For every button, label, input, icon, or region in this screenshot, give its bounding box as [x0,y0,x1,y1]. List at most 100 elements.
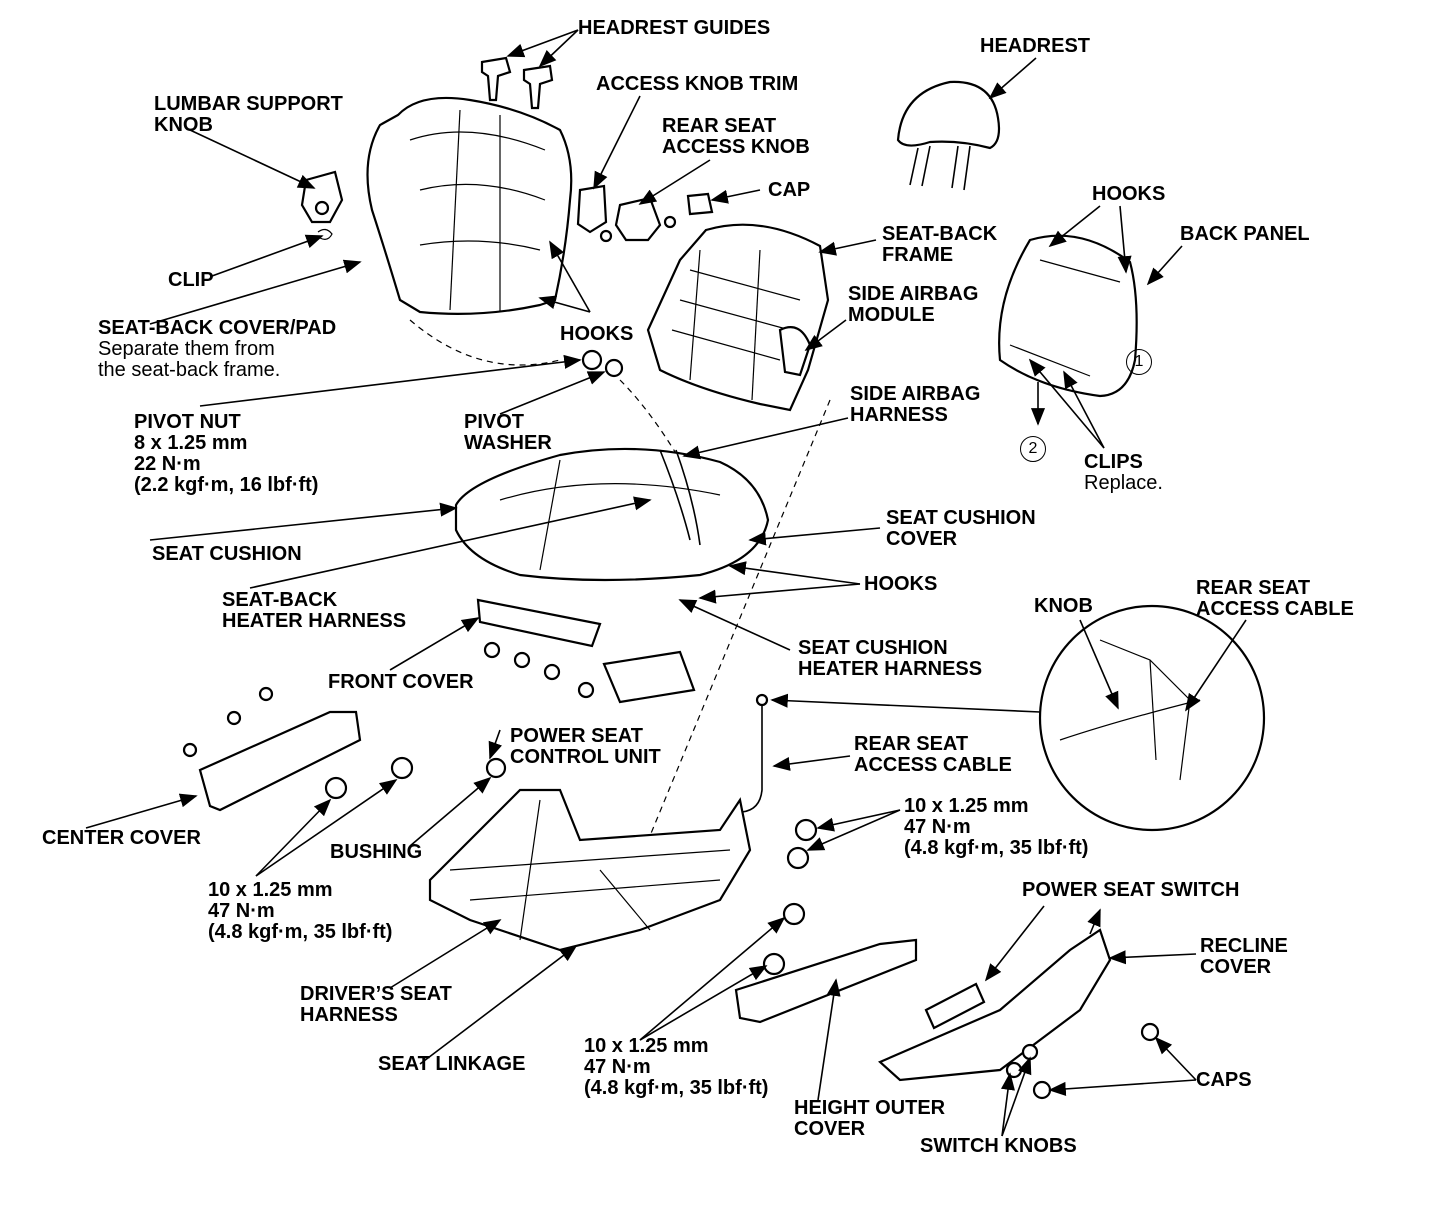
cap-shape [686,192,714,216]
label-bushing-text: BUSHING [330,841,423,863]
label-pivot-washer-line-2: WASHER [464,432,552,454]
label-rear-seat-access-knob: REAR SEAT ACCESS KNOB [662,116,810,158]
label-torque-bottom: 10 x 1.25 mm 47 N·m (4.8 kgf·m, 35 lbf·f… [584,1036,768,1099]
label-pivot-washer-line-1: PIVOT [464,411,525,433]
label-side-airbag-module-line-2: MODULE [848,304,935,326]
label-rear-seat-access-cable-line-2: ACCESS CABLE [854,754,1012,776]
label-torque-right-upper-line-2: 47 N·m [904,816,971,838]
label-clip: CLIP [168,270,214,291]
label-side-airbag-harness-line-1: SIDE AIRBAG [850,383,981,405]
seat-cushion-shape [454,447,770,582]
center-cover-shape [182,686,362,812]
label-lumbar-support-knob: LUMBAR SUPPORT KNOB [154,94,343,136]
clip-shape [317,228,333,240]
label-pivot-nut-line-2: 8 x 1.25 mm [134,432,248,454]
label-rear-seat-access-cable-detail: REAR SEAT ACCESS CABLE [1196,578,1354,620]
side-airbag-module-shape [778,326,812,377]
seat-back-frame-shape [646,223,830,412]
pivot-nut-shape [581,349,603,371]
label-pivot-nut-line-1: PIVOT NUT [134,411,241,433]
label-center-cover: CENTER COVER [42,828,201,849]
front-cover-shape [476,598,602,648]
label-seat-back-cover-text: SEAT-BACK COVER/PAD [98,317,337,339]
label-clips-text: CLIPS [1084,451,1143,473]
label-clip-text: CLIP [168,269,214,291]
label-headrest-guides-text: HEADREST GUIDES [578,17,771,39]
label-torque-left-line-3: (4.8 kgf·m, 35 lbf·ft) [208,921,393,943]
power-seat-control-unit-shape [602,650,696,704]
label-rear-seat-access-cable-detail-line-2: ACCESS CABLE [1196,598,1354,620]
label-seat-linkage-text: SEAT LINKAGE [378,1053,526,1075]
label-torque-left-line-1: 10 x 1.25 mm [208,879,333,901]
label-access-knob-trim: ACCESS KNOB TRIM [596,74,798,95]
height-outer-cover-shape [734,938,918,1024]
label-seat-back-heater-harness-line-2: HEATER HARNESS [222,610,407,632]
label-power-seat-control-unit: POWER SEAT CONTROL UNIT [510,726,661,768]
label-pivot-washer: PIVOT WASHER [464,412,552,454]
label-bushing: BUSHING [330,842,422,863]
label-hooks-lower: HOOKS [864,574,937,595]
pivot-washer-shape [604,358,624,378]
label-seat-cushion-heater-harness-line-1: SEAT CUSHION [798,637,948,659]
label-clips-note: Replace. [1084,472,1163,494]
headrest-guides-shape [480,56,554,110]
label-seat-cushion-heater-harness-line-2: HEATER HARNESS [798,658,983,680]
label-recline-cover: RECLINE COVER [1200,936,1288,978]
label-rear-seat-access-cable: REAR SEAT ACCESS CABLE [854,734,1012,776]
label-torque-bottom-line-1: 10 x 1.25 mm [584,1035,709,1057]
label-caps-text: CAPS [1196,1069,1252,1091]
label-hooks-lower-text: HOOKS [864,573,938,595]
label-side-airbag-harness: SIDE AIRBAG HARNESS [850,384,980,426]
callout-2: 2 [1020,436,1046,462]
label-pivot-nut: PIVOT NUT 8 x 1.25 mm 22 N·m (2.2 kgf·m,… [134,412,318,496]
label-height-outer-cover: HEIGHT OUTER COVER [794,1098,945,1140]
label-recline-cover-line-2: COVER [1200,956,1272,978]
label-drivers-seat-harness-line-1: DRIVER’S SEAT [300,983,452,1005]
seat-linkage-shape [428,788,752,952]
label-side-airbag-module: SIDE AIRBAG MODULE [848,284,978,326]
label-front-cover: FRONT COVER [328,672,474,693]
bushing-shape [485,757,507,779]
label-drivers-seat-harness-line-2: HARNESS [300,1004,398,1026]
label-torque-bottom-line-3: (4.8 kgf·m, 35 lbf·ft) [584,1077,769,1099]
label-torque-right-upper-line-1: 10 x 1.25 mm [904,795,1029,817]
label-torque-right-upper-line-3: (4.8 kgf·m, 35 lbf·ft) [904,837,1089,859]
label-seat-back-cover-note-1: Separate them from [98,338,275,360]
label-torque-left-line-2: 47 N·m [208,900,275,922]
label-torque-bottom-line-2: 47 N·m [584,1056,651,1078]
label-caps: CAPS [1196,1070,1252,1091]
label-lumbar-line-1: LUMBAR SUPPORT [154,93,343,115]
label-seat-cushion: SEAT CUSHION [152,544,302,565]
label-front-cover-text: FRONT COVER [328,671,474,693]
access-knob-trim-shape [576,184,608,234]
label-seat-back-cover-note-2: the seat-back frame. [98,359,281,381]
label-headrest-text: HEADREST [980,35,1091,57]
label-power-seat-switch: POWER SEAT SWITCH [1022,880,1239,901]
label-rear-seat-access-knob-line-2: ACCESS KNOB [662,136,810,158]
label-back-panel: BACK PANEL [1180,224,1310,245]
label-seat-back-cover-pad: SEAT-BACK COVER/PAD Separate them from t… [98,318,336,381]
label-headrest: HEADREST [980,36,1090,57]
label-seat-cushion-heater-harness: SEAT CUSHION HEATER HARNESS [798,638,982,680]
label-headrest-guides: HEADREST GUIDES [578,18,770,39]
label-lumbar-line-2: KNOB [154,114,213,136]
label-height-outer-cover-line-2: COVER [794,1118,866,1140]
label-clips: CLIPS Replace. [1084,452,1163,494]
label-drivers-seat-harness: DRIVER’S SEAT HARNESS [300,984,452,1026]
callout-1: 1 [1126,349,1152,375]
label-torque-right-upper: 10 x 1.25 mm 47 N·m (4.8 kgf·m, 35 lbf·f… [904,796,1088,859]
label-hooks-center: HOOKS [560,324,633,345]
label-knob-text: KNOB [1034,595,1093,617]
label-switch-knobs: SWITCH KNOBS [920,1136,1077,1157]
rear-seat-access-knob-shape [614,196,662,242]
label-knob: KNOB [1034,596,1093,617]
label-center-cover-text: CENTER COVER [42,827,201,849]
label-power-seat-control-unit-line-2: CONTROL UNIT [510,746,661,768]
seat-back-cover-shape [366,96,573,315]
label-seat-back-frame-line-1: SEAT-BACK [882,223,998,245]
label-access-knob-trim-text: ACCESS KNOB TRIM [596,73,799,95]
label-torque-left: 10 x 1.25 mm 47 N·m (4.8 kgf·m, 35 lbf·f… [208,880,392,943]
label-cap: CAP [768,180,810,201]
label-switch-knobs-text: SWITCH KNOBS [920,1135,1077,1157]
